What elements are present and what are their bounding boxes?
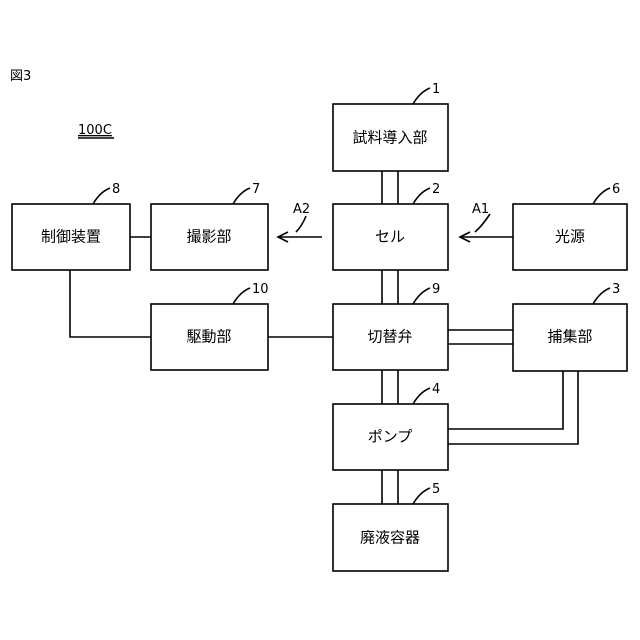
block-switch-valve-label: 切替弁: [367, 328, 412, 346]
arrow-a2: A2: [278, 202, 322, 242]
block-imaging-label: 撮影部: [186, 228, 231, 246]
ref-leader-6: [593, 188, 610, 204]
ref-leader-1: [413, 88, 430, 104]
block-sample-intro-label: 試料導入部: [352, 129, 427, 147]
block-collector: 捕集部 3: [513, 282, 627, 371]
ref-leader-10: [233, 288, 250, 304]
ref-num-2: 2: [432, 182, 440, 197]
ref-leader-9: [413, 288, 430, 304]
arrow-a1: A1: [460, 202, 513, 242]
ref-num-1: 1: [432, 82, 440, 97]
block-waste-label: 廃液容器: [360, 529, 420, 547]
block-controller: 制御装置 8: [12, 182, 130, 270]
ref-num-9: 9: [432, 282, 440, 297]
line-controller-drive: [70, 270, 151, 337]
ref-leader-3: [593, 288, 610, 304]
pipe-valve-pump: [382, 370, 398, 404]
block-imaging: 撮影部 7: [151, 182, 268, 270]
block-light-source: 光源 6: [513, 182, 627, 270]
block-pump-label: ポンプ: [368, 428, 413, 446]
ref-num-10: 10: [252, 282, 269, 297]
ref-leader-2: [413, 188, 430, 204]
arrow-a2-label: A2: [293, 202, 310, 217]
pipe-valve-collector: [448, 330, 513, 344]
block-collector-label: 捕集部: [547, 328, 592, 346]
block-cell: セル 2: [333, 182, 448, 270]
pipe-collector-pump: [448, 371, 578, 444]
block-cell-label: セル: [375, 228, 405, 246]
ref-num-8: 8: [112, 182, 120, 197]
ref-leader-5: [413, 488, 430, 504]
ref-num-7: 7: [252, 182, 260, 197]
system-ref: 100C: [78, 123, 112, 138]
block-pump: ポンプ 4: [333, 382, 448, 470]
block-switch-valve: 切替弁 9: [333, 282, 448, 370]
block-drive: 駆動部 10: [151, 282, 269, 370]
block-controller-label: 制御装置: [41, 228, 101, 246]
block-sample-intro: 試料導入部 1: [333, 82, 448, 171]
ref-leader-8: [93, 188, 110, 204]
block-drive-label: 駆動部: [186, 328, 231, 346]
pipe-sample-cell: [382, 171, 398, 204]
ref-leader-4: [413, 388, 430, 404]
ref-num-6: 6: [612, 182, 620, 197]
block-waste: 廃液容器 5: [333, 482, 448, 571]
block-light-source-label: 光源: [555, 228, 585, 246]
ref-num-5: 5: [432, 482, 440, 497]
ref-num-3: 3: [612, 282, 620, 297]
arrow-a1-label: A1: [472, 202, 489, 217]
pipe-cell-valve: [382, 270, 398, 304]
pipe-pump-waste: [382, 470, 398, 504]
ref-leader-7: [233, 188, 250, 204]
ref-num-4: 4: [432, 382, 440, 397]
figure-label: 図3: [10, 69, 31, 84]
